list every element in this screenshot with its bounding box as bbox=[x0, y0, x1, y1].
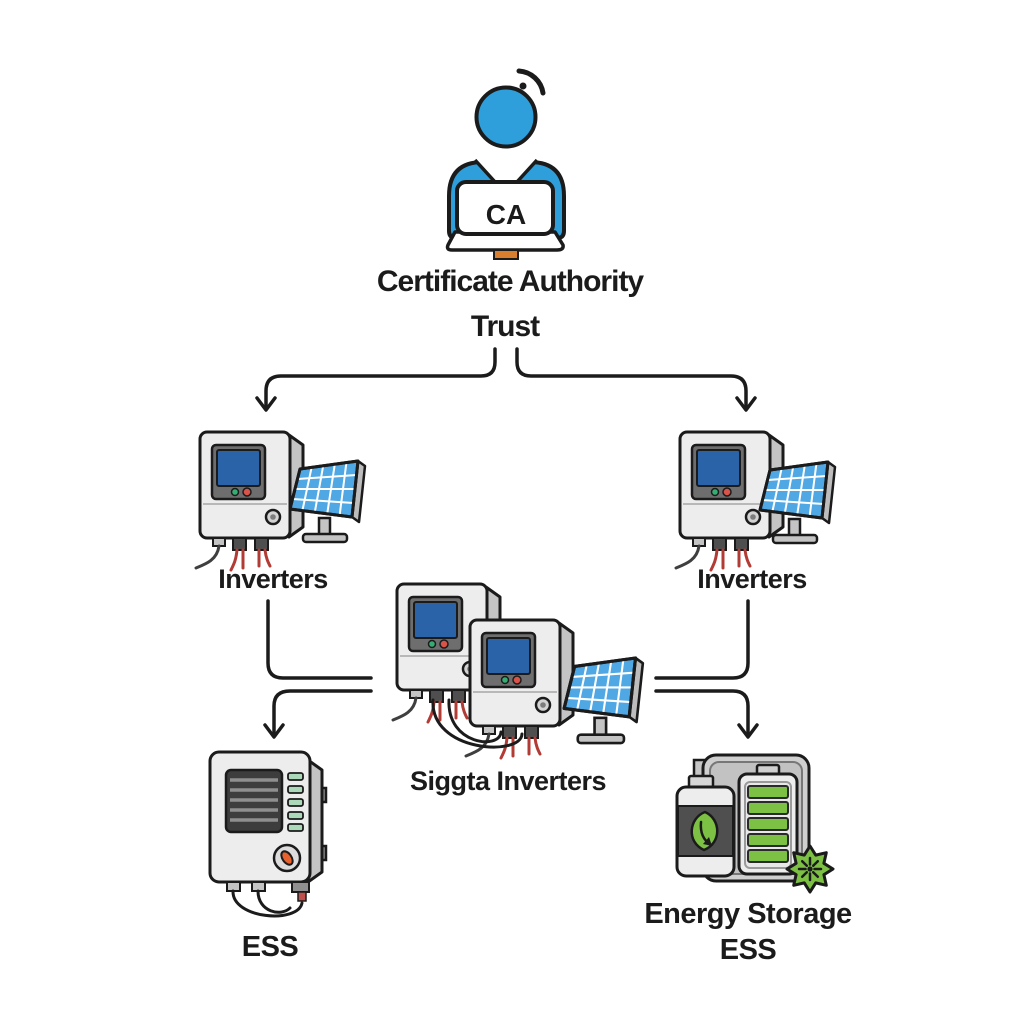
wires bbox=[431, 698, 524, 749]
ess-unit-icon bbox=[208, 750, 328, 918]
connector-central-to-ess bbox=[263, 689, 373, 739]
connector-right-inverter-to-central bbox=[654, 599, 750, 680]
ess-label: ESS bbox=[242, 931, 299, 963]
connector-ca-to-right-inverter bbox=[515, 347, 757, 412]
inverter-left-icon bbox=[194, 430, 365, 572]
led-indicators bbox=[287, 772, 304, 832]
connector-ca-to-left-inverter bbox=[255, 347, 497, 412]
connector-central-to-energy-storage bbox=[654, 689, 759, 739]
inverter-right-icon bbox=[674, 430, 835, 572]
arrow-down-icon bbox=[737, 723, 759, 739]
solar-panel-icon bbox=[564, 658, 643, 743]
arrow-down-icon bbox=[263, 723, 285, 739]
energy-storage-icon bbox=[675, 753, 835, 894]
arrow-down-icon bbox=[735, 396, 757, 412]
certificate-authority-icon: CA bbox=[445, 68, 566, 260]
ca-badge: CA bbox=[486, 199, 526, 230]
energy-storage-label-line2: ESS bbox=[720, 934, 777, 966]
leaf-icon bbox=[690, 810, 719, 852]
dial-icon bbox=[272, 843, 302, 873]
eco-cell-icon bbox=[675, 774, 736, 878]
laptop-icon: CA bbox=[445, 180, 565, 260]
ca-title-line2: Trust bbox=[471, 310, 540, 343]
vent-grille-icon bbox=[224, 768, 284, 834]
central-inverters-label: Siggta Inverters bbox=[410, 766, 606, 796]
ca-title-line1: Certificate Authority bbox=[377, 265, 645, 298]
gear-icon bbox=[785, 844, 835, 894]
signal-icon bbox=[516, 68, 546, 96]
inverter-left-label: Inverters bbox=[218, 564, 328, 594]
inverter-right-label: Inverters bbox=[697, 564, 807, 594]
connector-left-inverter-to-central bbox=[266, 599, 373, 680]
battery-icon bbox=[737, 763, 799, 876]
central-inverters-icon bbox=[391, 582, 643, 760]
arrow-down-icon bbox=[255, 396, 277, 412]
person-head bbox=[474, 85, 538, 149]
energy-storage-label-line1: Energy Storage bbox=[644, 898, 852, 930]
